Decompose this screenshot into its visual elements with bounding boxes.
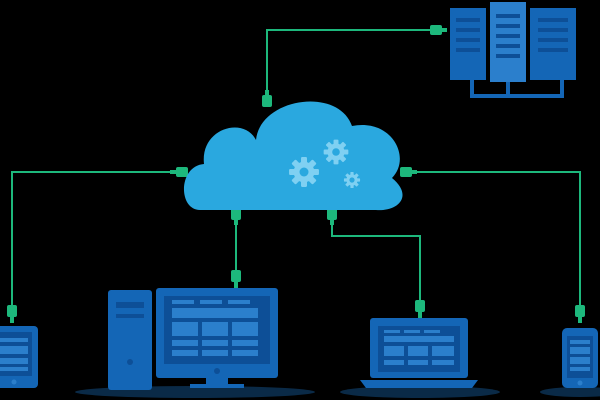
plug-icon: [327, 208, 337, 225]
desktop-computer-icon: [75, 288, 315, 398]
plug-icon: [231, 270, 241, 288]
tablet-icon: [0, 326, 38, 388]
plug-icon: [231, 208, 241, 225]
link-cloud-to-tablet: [11, 171, 182, 312]
smartphone-icon: [540, 328, 600, 397]
plug-icon: [262, 90, 272, 107]
connector-plugs: [7, 25, 585, 323]
plug-icon: [400, 167, 417, 177]
server-rack-icon: [450, 2, 576, 98]
link-cloud-to-laptop: [331, 212, 421, 308]
plug-icon: [430, 25, 447, 35]
plug-icon: [575, 305, 585, 323]
link-cloud-to-phone: [406, 171, 581, 312]
plug-icon: [415, 300, 425, 318]
plug-icon: [170, 167, 188, 177]
plug-icon: [7, 305, 17, 323]
laptop-icon: [340, 318, 500, 398]
link-cloud-to-server: [266, 29, 440, 100]
cloud-with-gears-icon: [183, 101, 403, 211]
